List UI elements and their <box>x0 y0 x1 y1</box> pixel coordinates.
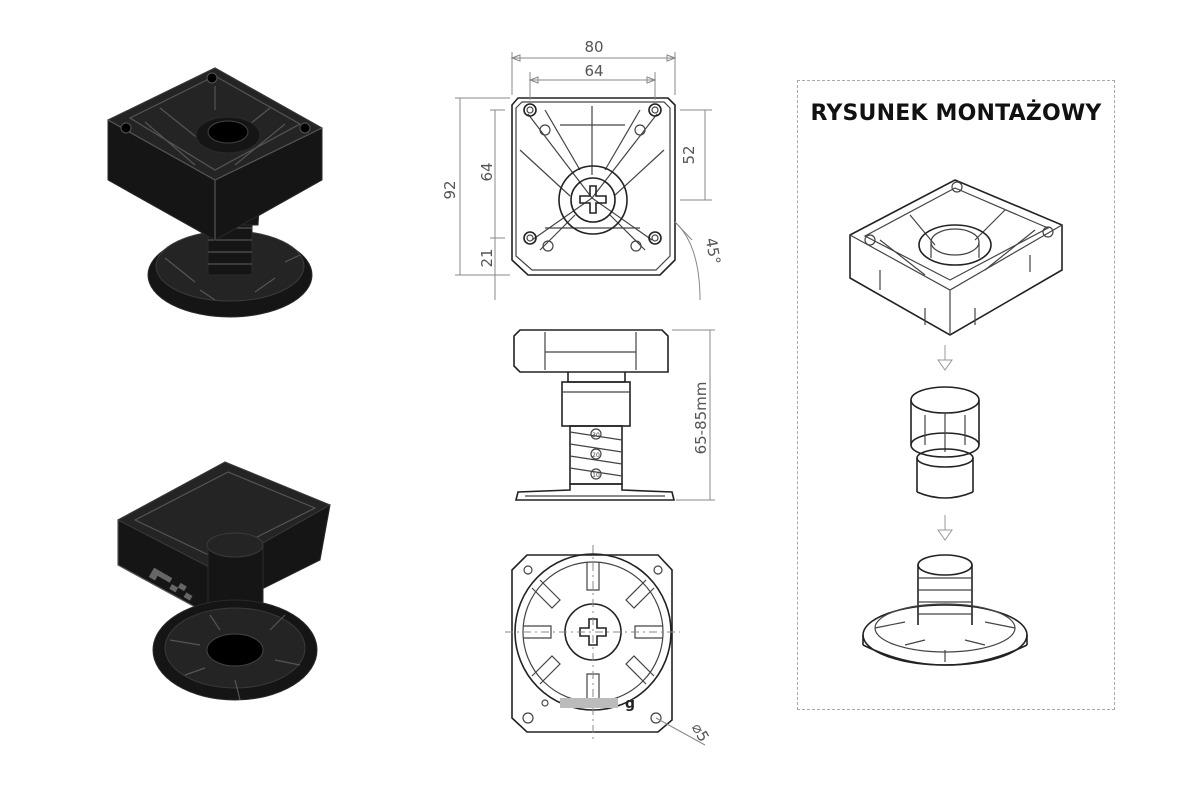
dim-hole-diameter: ⌀5 <box>688 720 713 745</box>
dim-width-outer: 80 <box>584 38 603 56</box>
assembly-panel: RYSUNEK MONTAŻOWY <box>797 80 1115 710</box>
dim-offset-right: 52 <box>680 145 698 164</box>
dim-offset-bottom: 21 <box>478 248 496 267</box>
assembly-arrow-1 <box>937 345 953 371</box>
thread-mark-10: 10 <box>592 472 600 479</box>
assembly-arrow-2 <box>937 515 953 541</box>
bottom-view-drawing: g ⌀5 <box>505 545 713 746</box>
leveler-render-top <box>106 67 324 318</box>
thread-mark-20: 20 <box>592 452 600 459</box>
side-view-drawing: 30 20 10 65-85mm <box>513 329 715 501</box>
dim-height-inner: 64 <box>478 162 496 181</box>
dim-angle: 45° <box>702 236 724 265</box>
thread-mark-30: 30 <box>592 432 600 439</box>
assembly-sleeve <box>910 386 980 499</box>
assembly-title: RYSUNEK MONTAŻOWY <box>810 101 1102 126</box>
top-view-drawing: 80 64 92 64 21 52 45° <box>441 38 724 301</box>
assembly-foot <box>862 554 1028 666</box>
base-text: g <box>625 696 635 712</box>
leveler-render-bottom: █▀▀ ▄▀ ▄ <box>116 461 332 701</box>
dim-height-total: 92 <box>441 180 459 199</box>
dim-width-inner: 64 <box>584 62 603 80</box>
assembly-housing <box>849 179 1063 336</box>
dim-height-range: 65-85mm <box>692 382 710 455</box>
